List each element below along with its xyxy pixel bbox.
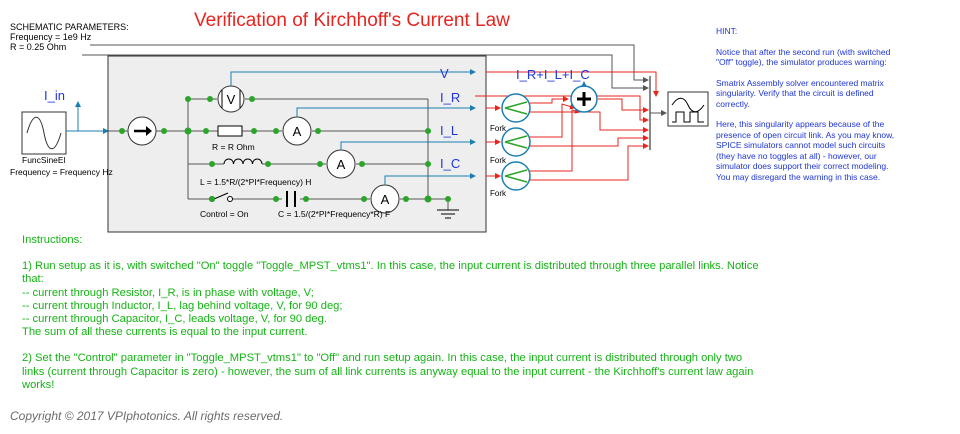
params-heading: SCHEMATIC PARAMETERS: <box>10 22 129 32</box>
hint-panel: HINT: Notice that after the second run (… <box>716 26 896 192</box>
instructions-step-2: 2) Set the "Control" parameter in "Toggl… <box>22 352 754 391</box>
sine-source-icon[interactable] <box>21 111 67 155</box>
scope-icon[interactable] <box>667 91 709 127</box>
fork-label: Fork <box>490 189 506 198</box>
fork-label: Fork <box>490 124 506 133</box>
inductor-icon[interactable] <box>223 158 263 165</box>
hint-heading: HINT: <box>716 26 738 36</box>
signal-sum: I_R+I_L+I_C <box>516 67 590 82</box>
current-source-icon[interactable] <box>127 116 157 146</box>
capacitor-icon[interactable] <box>286 191 296 207</box>
svg-text:V: V <box>227 92 236 107</box>
source-name: FuncSineEl <box>22 155 66 165</box>
instructions-summary: The sum of all these currents is equal t… <box>22 326 308 339</box>
resistor-label: R = R Ohm <box>212 142 255 152</box>
ground-icon <box>437 209 459 219</box>
instructions-bullet: -- current through Inductor, I_L, lag be… <box>22 299 343 312</box>
signal-i-in: I_in <box>44 88 65 103</box>
svg-text:A: A <box>337 157 346 172</box>
fork-icon[interactable] <box>501 93 531 123</box>
instructions-heading: Instructions: <box>22 234 83 246</box>
signal-v: V <box>440 66 449 81</box>
circuit-nodes <box>119 96 451 203</box>
hint-paragraph: Here, this singularity appears because o… <box>716 119 895 182</box>
signal-i-r: I_R <box>440 90 461 105</box>
instructions-bullet: -- current through Capacitor, I_C, leads… <box>22 313 327 326</box>
instructions: Instructions: 1) Run setup as it is, wit… <box>22 234 762 392</box>
page-title: Verification of Kirchhoff's Current Law <box>194 10 510 31</box>
hint-paragraph: Notice that after the second run (with s… <box>716 46 891 68</box>
capacitor-label: C = 1.5/(2*PI*Frequency*R) F <box>278 209 391 219</box>
fork-label: Fork <box>490 156 506 165</box>
svg-text:A: A <box>381 192 390 207</box>
branch-wires <box>108 98 449 210</box>
hint-paragraph: Smatrix Assembly solver encountered matr… <box>716 77 884 109</box>
v-signal-wire <box>230 69 476 86</box>
source-frequency: Frequency = Frequency Hz <box>10 167 113 177</box>
control-label: Control = On <box>200 209 249 219</box>
param-frequency: Frequency = 1e9 Hz <box>10 32 92 42</box>
signal-i-l: I_L <box>440 123 459 138</box>
voltmeter-icon[interactable]: V <box>217 85 245 113</box>
ammeter-icon[interactable]: A <box>326 149 356 179</box>
signal-i-c: I_C <box>440 156 461 171</box>
instructions-step-1: 1) Run setup as it is, with switched "On… <box>22 260 759 286</box>
param-resistance: R = 0.25 Ohm <box>10 42 67 52</box>
instructions-bullet: -- current through Resistor, I_R, is in … <box>22 286 314 299</box>
ammeter-icon[interactable]: A <box>282 116 312 146</box>
current-probe-wires <box>296 105 476 185</box>
fork-icon[interactable] <box>501 161 531 191</box>
output-wires <box>475 71 659 181</box>
copyright: Copyright © 2017 VPIphotonics. All right… <box>10 409 284 423</box>
adder-icon[interactable] <box>570 85 598 113</box>
fork-icon[interactable] <box>501 127 531 157</box>
svg-text:A: A <box>293 124 302 139</box>
inductor-label: L = 1.5*R/(2*PI*Frequency) H <box>200 177 312 187</box>
schematic-parameters: SCHEMATIC PARAMETERS: Frequency = 1e9 Hz… <box>10 22 129 52</box>
resistor-icon[interactable] <box>217 125 243 137</box>
